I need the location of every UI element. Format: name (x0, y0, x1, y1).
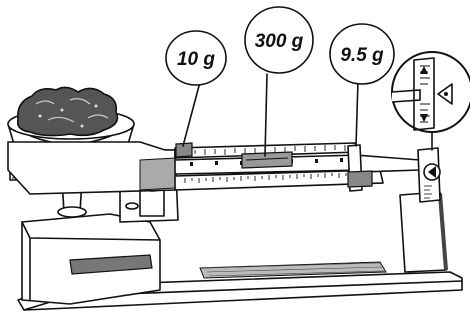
callout-middle: 300 g (244, 6, 314, 157)
triple-beams (174, 142, 421, 191)
rider-9-5g (347, 144, 373, 192)
rock-sample (16, 86, 119, 137)
callout-left: 10 g (165, 30, 227, 147)
rider-300g (241, 151, 293, 169)
rider-10g (175, 142, 193, 158)
callout-right-label: 9.5 g (340, 45, 384, 66)
magnifier-inset (391, 51, 470, 151)
pointer-scale (417, 147, 441, 203)
callout-middle-label: 300 g (255, 31, 304, 52)
callout-right: 9.5 g (329, 23, 395, 147)
beam-housing (7, 141, 176, 195)
callout-left-label: 10 g (177, 49, 215, 70)
